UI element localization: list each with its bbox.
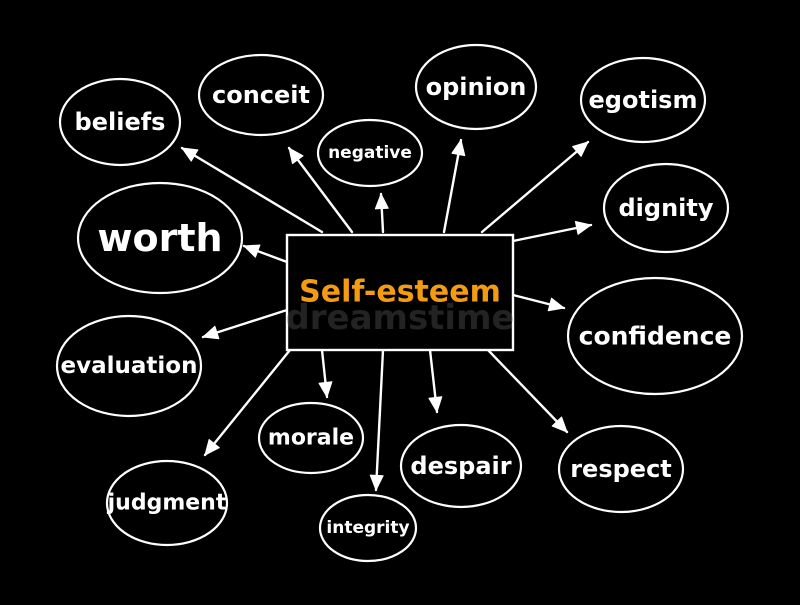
node-label-integrity: integrity [326,518,409,538]
node-conceit: conceit [197,53,325,137]
arrowhead-respect [551,416,568,433]
bubble-evaluation [55,314,203,418]
node-opinion: opinion [414,43,538,131]
node-integrity: integrity [318,493,418,563]
node-evaluation: evaluation [55,314,203,418]
bubble-beliefs [58,77,182,167]
connector-integrity [374,348,385,492]
node-label-judgment: judgment [107,491,227,516]
node-label-conceit: conceit [212,81,310,109]
arrowhead-judgment [204,439,220,456]
bubble-morale [257,401,365,475]
bubble-opinion [414,43,538,131]
node-judgment: judgment [105,459,229,547]
node-confidence: confidence [566,276,744,396]
node-label-dignity: dignity [618,194,713,222]
bubble-judgment [105,459,229,547]
node-label-despair: despair [410,452,511,480]
node-morale: morale [257,401,365,475]
arrowhead-dignity [574,221,592,235]
node-label-respect: respect [570,455,672,483]
node-label-beliefs: beliefs [75,108,166,136]
arrowhead-opinion [451,139,466,157]
node-worth: worth [76,181,244,295]
connectors [180,138,593,492]
arrowhead-integrity [369,474,384,491]
node-despair: despair [399,423,523,509]
connector-respect [486,348,569,434]
arrowhead-worth [243,244,261,258]
node-egotism: egotism [579,56,707,144]
bubble-integrity [318,493,418,563]
center-box [285,233,515,352]
center-label: Self-esteem [299,275,501,310]
bubble-negative [316,118,424,188]
node-label-evaluation: evaluation [61,353,198,379]
node-label-morale: morale [268,426,354,451]
node-label-worth: worth [97,216,222,260]
bubble-despair [399,423,523,509]
connector-egotism [480,140,590,234]
bubble-egotism [579,56,707,144]
node-dignity: dignity [602,162,730,254]
arrowhead-despair [428,396,443,413]
node-label-egotism: egotism [589,86,698,114]
connector-beliefs [180,146,324,234]
node-label-confidence: confidence [579,322,732,351]
bubble-dignity [602,162,730,254]
connector-opinion [442,138,463,234]
node-label-opinion: opinion [426,73,527,101]
watermark-text: dreamstime [285,298,514,338]
bubble-conceit [197,53,325,137]
arrowhead-evaluation [202,325,220,340]
arrowhead-beliefs [181,147,199,162]
bubbles: beliefs conceit negative opinion egotism dign… [55,43,744,563]
arrowhead-egotism [572,141,589,157]
arrowhead-negative [374,193,389,210]
bubble-worth [76,181,244,295]
node-respect: respect [557,424,685,514]
bubble-confidence [566,276,744,396]
connector-judgment [203,348,292,457]
connector-conceit [287,146,354,234]
arrowhead-morale [318,381,333,398]
node-label-negative: negative [328,143,412,163]
node-negative: negative [316,118,424,188]
arrowhead-conceit [288,147,304,165]
node-beliefs: beliefs [58,77,182,167]
arrowhead-confidence [547,297,565,312]
bubble-respect [557,424,685,514]
